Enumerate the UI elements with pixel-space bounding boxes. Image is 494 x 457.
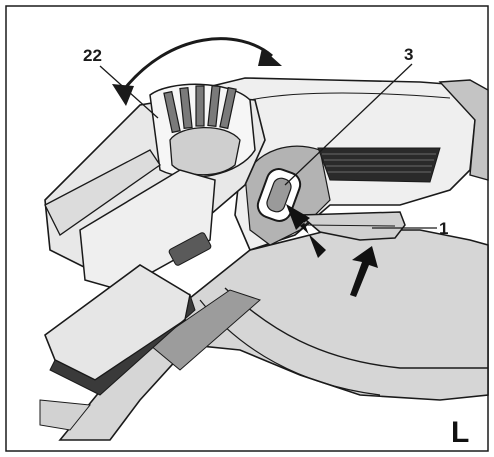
trigger-edge bbox=[304, 224, 396, 227]
rotation-arc-arrow bbox=[120, 37, 273, 93]
push-arrow-button bbox=[286, 204, 326, 258]
lower-left-bevel bbox=[49, 293, 196, 396]
tool-top-ridge bbox=[249, 92, 451, 101]
front-plate bbox=[44, 149, 161, 236]
leader-3 bbox=[284, 63, 413, 186]
tool-rear-cap bbox=[438, 79, 489, 181]
vent-grille bbox=[317, 147, 441, 183]
tool-lower-shadow bbox=[149, 289, 261, 371]
push-arrow-trigger bbox=[350, 246, 378, 297]
chuck-inner bbox=[169, 126, 241, 176]
callout-3: 3 bbox=[404, 45, 414, 64]
rotation-arrowhead-right bbox=[258, 48, 282, 66]
jaw-adjuster-ribs bbox=[163, 85, 237, 134]
front-block bbox=[79, 169, 216, 291]
rotation-arrowhead-left bbox=[112, 84, 134, 106]
lower-left-corner bbox=[39, 399, 91, 431]
callout-22: 22 bbox=[83, 46, 102, 65]
figure-letter: L bbox=[451, 416, 470, 449]
callout-1: 1 bbox=[439, 219, 449, 238]
leader-22 bbox=[99, 65, 159, 119]
tool-lower-body bbox=[58, 229, 489, 441]
block-window bbox=[168, 232, 212, 266]
